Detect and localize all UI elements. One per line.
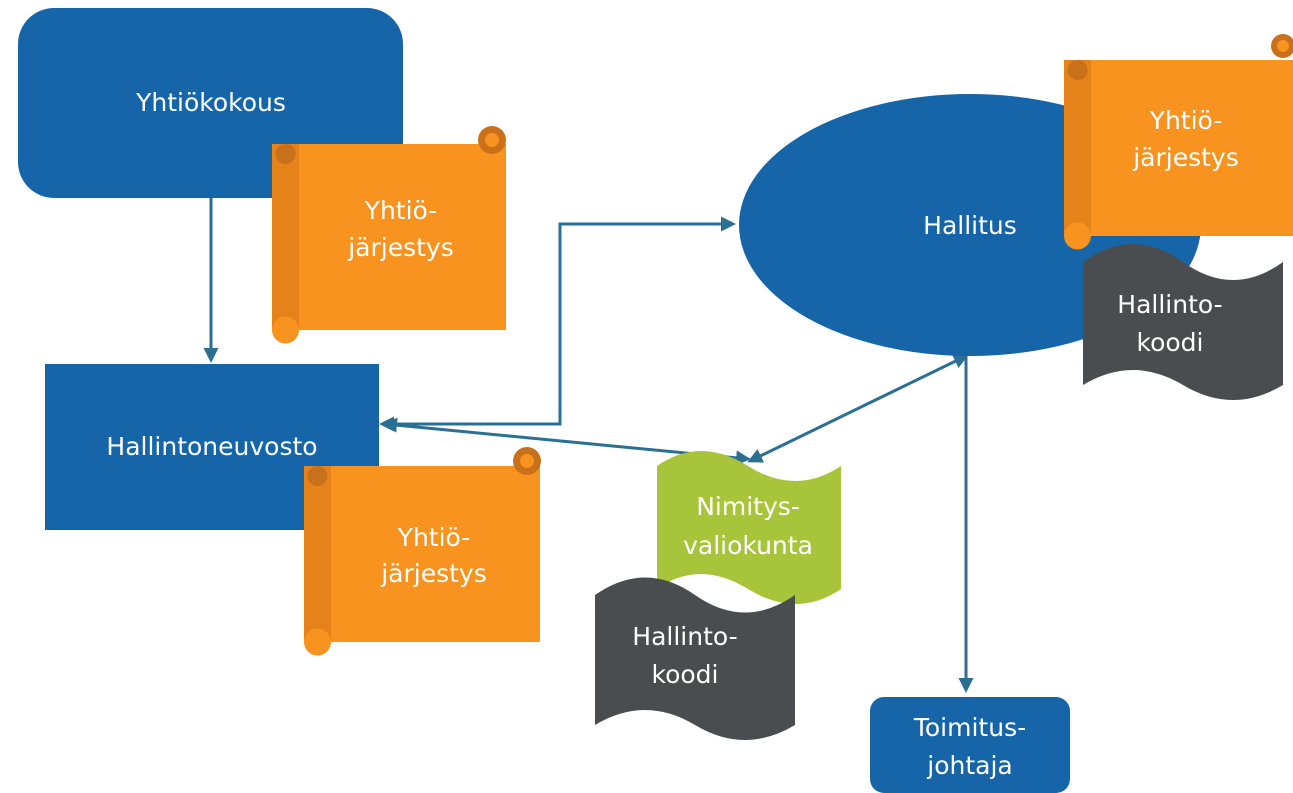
nodes-toimitusjohtaja-line1-label: Toimitus- xyxy=(913,713,1026,742)
documents-yhtiojarjestys-1-line2-label: järjestys xyxy=(347,233,454,262)
documents-hallintokoodi-1-line2-label: koodi xyxy=(1137,328,1204,357)
document-hallintokoodi-1: Hallinto- koodi xyxy=(1083,244,1283,400)
node-hallintoneuvosto: Hallintoneuvosto xyxy=(45,364,379,530)
nodes-toimitusjohtaja-line2-label: johtaja xyxy=(926,751,1012,780)
documents-yhtiojarjestys-2-line1-label: Yhtiö- xyxy=(397,523,471,552)
node-nimitysvaliokunta: Nimitys- valiokunta xyxy=(657,451,841,604)
connectors xyxy=(203,198,974,693)
arrow-hallitus-nimitysvaliokunta xyxy=(747,354,969,463)
documents-yhtiojarjestys-3-line1-label: Yhtiö- xyxy=(1149,106,1223,135)
nodes-nimitysvaliokunta-line2-label: valiokunta xyxy=(683,531,813,560)
documents-yhtiojarjestys-1-line1-label: Yhtiö- xyxy=(364,196,438,225)
document-hallintokoodi-2: Hallinto- koodi xyxy=(595,577,795,740)
documents-yhtiojarjestys-3-line2-label: järjestys xyxy=(1132,143,1239,172)
yhtiokokous-label: Yhtiökokous xyxy=(135,88,286,117)
documents-hallintokoodi-1-line1-label: Hallinto- xyxy=(1117,290,1222,319)
documents-hallintokoodi-2-line1-label: Hallinto- xyxy=(632,622,737,651)
documents-hallintokoodi-2-line2-label: koodi xyxy=(652,660,719,689)
documents-yhtiojarjestys-2-line2-label: järjestys xyxy=(380,559,487,588)
nodes-hallintoneuvosto-label: Hallintoneuvosto xyxy=(106,432,317,461)
node-toimitusjohtaja: Toimitus- johtaja xyxy=(870,697,1070,793)
nodes-nimitysvaliokunta-line1-label: Nimitys- xyxy=(696,492,800,521)
document-yhtiojarjestys-2: Yhtiö- järjestys xyxy=(304,447,541,656)
nodes-hallitus-label: Hallitus xyxy=(923,211,1017,240)
document-yhtiojarjestys-1: Yhtiö- järjestys xyxy=(272,126,506,344)
document-yhtiojarjestys-3: Yhtiö- järjestys xyxy=(1064,34,1293,250)
